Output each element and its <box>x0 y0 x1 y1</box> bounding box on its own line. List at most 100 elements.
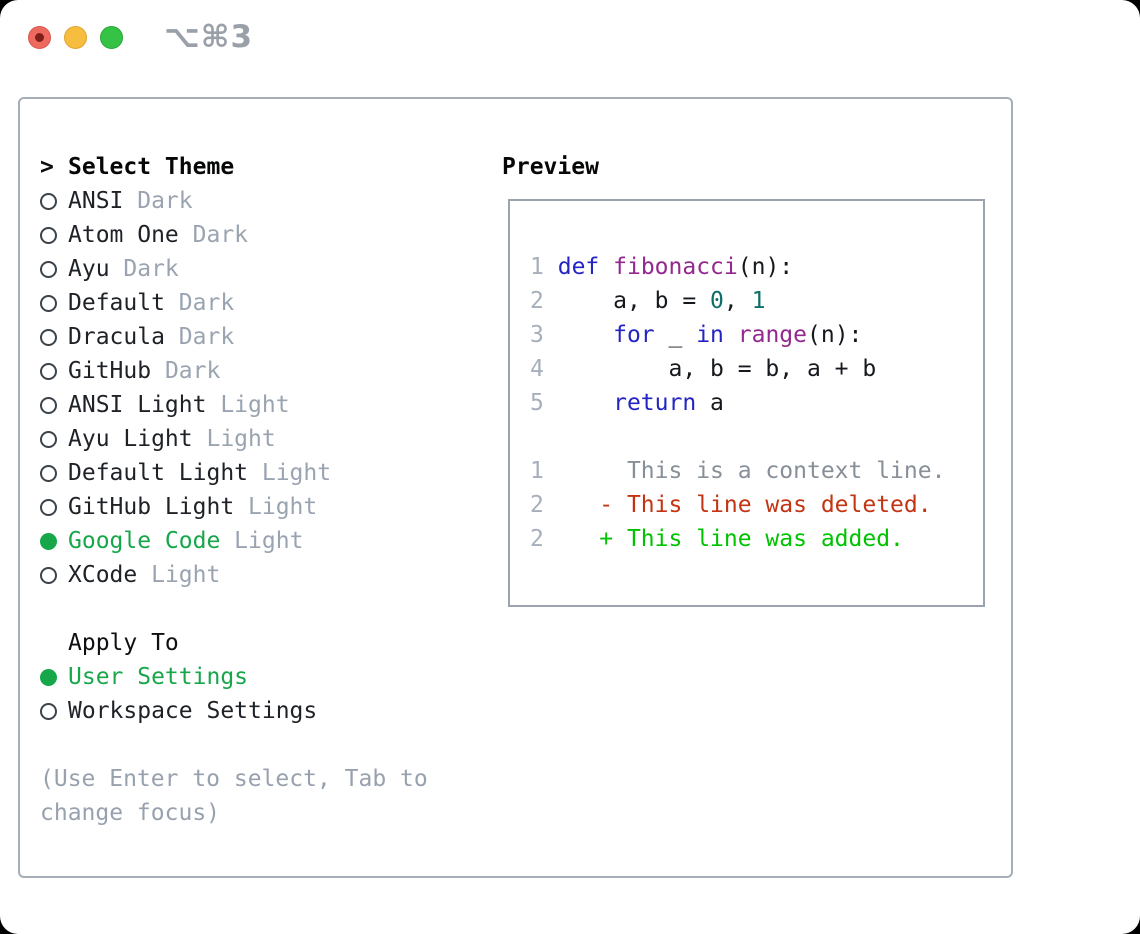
option-tag: Light <box>220 528 304 554</box>
line-number: 2 <box>530 526 544 552</box>
apply-to-header: Apply To <box>40 626 428 660</box>
theme-option-github-light-light[interactable]: GitHub Light Light <box>40 490 428 524</box>
token-plain: _ <box>654 322 697 348</box>
option-label: Ayu <box>68 256 110 282</box>
option-tag: Dark <box>178 222 249 248</box>
hint-line-2: change focus) <box>40 800 221 826</box>
radio-icon[interactable] <box>40 192 57 210</box>
radio-icon[interactable] <box>40 260 57 278</box>
line-number: 3 <box>530 322 544 348</box>
radio-icon[interactable] <box>40 702 57 720</box>
code-line: 2 + This line was added. <box>530 522 945 556</box>
radio-icon[interactable] <box>40 430 57 448</box>
code-line: 1 This is a context line. <box>530 454 945 488</box>
radio-selected-icon[interactable] <box>40 532 57 550</box>
code-line: 2 a, b = 0, 1 <box>530 284 945 318</box>
option-tag: Dark <box>123 188 193 214</box>
theme-option-google-code-light[interactable]: Google Code Light <box>40 524 428 558</box>
token-ctx: This is a context line. <box>557 458 946 484</box>
token-plain: a, b = b, a + b <box>557 356 877 382</box>
code-line: 2 - This line was deleted. <box>530 488 945 522</box>
apply-option-workspace-settings[interactable]: Workspace Settings <box>40 694 428 728</box>
token-kw: def <box>557 254 600 280</box>
option-label: GitHub Light <box>68 494 235 520</box>
option-tag: Dark <box>164 324 235 350</box>
theme-option-default-dark[interactable]: Default Dark <box>40 286 428 320</box>
option-tag: Light <box>206 392 290 418</box>
code-line <box>530 420 945 454</box>
token-num: 0 <box>710 288 724 314</box>
close-focus-dot-icon <box>35 33 44 42</box>
option-label: User Settings <box>68 664 249 690</box>
token-plain <box>599 254 613 280</box>
option-label: Default Light <box>68 460 249 486</box>
radio-icon[interactable] <box>40 566 57 584</box>
token-num: 1 <box>751 288 766 314</box>
token-plain: a <box>696 390 724 416</box>
select-theme-header: > Select Theme <box>40 150 428 184</box>
token-plain <box>558 322 613 348</box>
token-fn: range <box>737 322 808 348</box>
option-label: ANSI <box>68 188 124 214</box>
minimize-button[interactable] <box>64 26 87 49</box>
zoom-button[interactable] <box>100 26 123 49</box>
radio-icon[interactable] <box>40 498 57 516</box>
code-line: 3 for _ in range(n): <box>530 318 945 352</box>
option-tag: Light <box>248 460 332 486</box>
option-tag: Dark <box>164 290 235 316</box>
token-fn: fibonacci <box>613 254 738 280</box>
token-plain <box>724 322 738 348</box>
code-line: 1 def fibonacci(n): <box>530 250 945 284</box>
option-label: ANSI Light <box>68 392 207 418</box>
token-add: + This line was added. <box>599 526 904 552</box>
radio-icon[interactable] <box>40 226 57 244</box>
option-label: Atom One <box>68 222 179 248</box>
titlebar: ⌥⌘3 <box>0 0 1140 72</box>
option-label: Default <box>68 290 165 316</box>
token-kw: for <box>613 322 655 348</box>
option-label: Dracula <box>68 324 165 350</box>
token-del: - This line was deleted. <box>599 492 932 518</box>
line-number: 1 <box>530 458 544 484</box>
option-label: Google Code <box>68 528 221 554</box>
theme-option-xcode-light[interactable]: XCode Light <box>40 558 428 592</box>
option-label: GitHub <box>68 358 152 384</box>
token-kw: return <box>613 390 697 416</box>
token-plain: , <box>723 288 752 314</box>
option-label: Ayu Light <box>68 426 193 452</box>
radio-icon[interactable] <box>40 328 57 346</box>
radio-icon[interactable] <box>40 464 57 482</box>
token-plain: (n): <box>807 322 863 348</box>
theme-option-default-light-light[interactable]: Default Light Light <box>40 456 428 490</box>
code-line: 5 return a <box>530 386 945 420</box>
option-tag: Dark <box>151 358 221 384</box>
theme-option-ansi-light-light[interactable]: ANSI Light Light <box>40 388 428 422</box>
radio-icon[interactable] <box>40 396 57 414</box>
token-plain <box>558 390 613 416</box>
theme-option-ayu-light-light[interactable]: Ayu Light Light <box>40 422 428 456</box>
theme-option-ayu-dark[interactable]: Ayu Dark <box>40 252 428 286</box>
radio-icon[interactable] <box>40 362 57 380</box>
theme-option-dracula-dark[interactable]: Dracula Dark <box>40 320 428 354</box>
token-plain <box>558 492 600 518</box>
radio-icon[interactable] <box>40 294 57 312</box>
option-label: Workspace Settings <box>68 698 318 724</box>
hint-line-1: (Use Enter to select, Tab to <box>40 766 428 792</box>
close-button[interactable] <box>28 26 51 49</box>
apply-option-user-settings[interactable]: User Settings <box>40 660 428 694</box>
apply-to-title: Apply To <box>68 630 179 656</box>
option-tag: Light <box>137 562 221 588</box>
keyboard-shortcut-label: ⌥⌘3 <box>164 19 254 55</box>
option-tag: Light <box>192 426 276 452</box>
theme-option-github-dark[interactable]: GitHub Dark <box>40 354 428 388</box>
token-plain: (n): <box>737 254 794 280</box>
theme-option-atom-one-dark[interactable]: Atom One Dark <box>40 218 428 252</box>
theme-option-ansi-dark[interactable]: ANSI Dark <box>40 184 428 218</box>
select-theme-title: Select Theme <box>68 154 235 180</box>
radio-selected-icon[interactable] <box>40 668 57 686</box>
token-plain: a, b = <box>557 288 711 314</box>
